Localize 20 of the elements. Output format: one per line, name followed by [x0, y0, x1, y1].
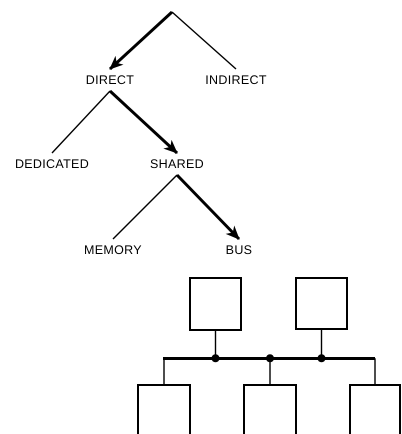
- unit-box: [137, 384, 191, 434]
- unit-box: [295, 277, 348, 330]
- arrow: [176, 174, 240, 240]
- connector-line: [163, 358, 165, 384]
- arrow: [108, 90, 178, 154]
- bus-line: [163, 357, 375, 360]
- connector-line: [374, 358, 376, 384]
- tree-label: INDIRECT: [199, 72, 273, 88]
- unit-box: [243, 384, 297, 434]
- tree-label: MEMORY: [77, 242, 149, 258]
- tree-label: DIRECT: [80, 72, 140, 88]
- connector-line: [172, 11, 236, 70]
- tree-label: SHARED: [144, 156, 210, 172]
- unit-box: [189, 277, 242, 331]
- connector-line: [51, 90, 111, 154]
- connector-line: [112, 174, 178, 240]
- tree-label: BUS: [222, 242, 256, 258]
- unit-box: [349, 384, 401, 434]
- tree-label: DEDICATED: [6, 156, 98, 172]
- arrow: [108, 10, 174, 70]
